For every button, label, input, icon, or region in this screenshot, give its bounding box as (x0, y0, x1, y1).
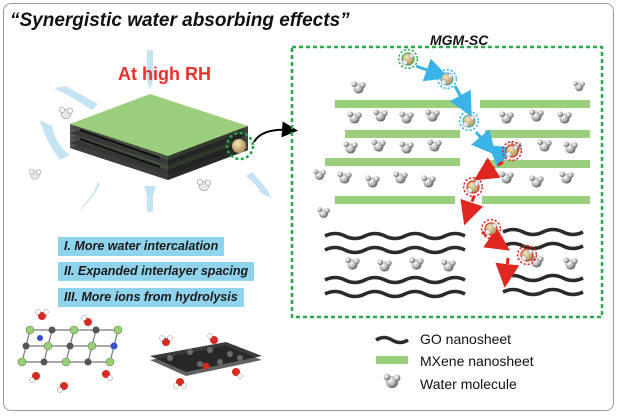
effect-3: III. More ions from hydrolysis (58, 288, 244, 307)
water-molecule (28, 168, 42, 180)
hydrated-ions (397, 48, 538, 266)
ion-pathway (415, 58, 520, 288)
legend-mxene-label: MXene nanosheet (420, 353, 534, 369)
figure-title: “Synergistic water absorbing effects” (10, 10, 350, 31)
legend-mxene-glyph (376, 356, 408, 364)
legend-go-glyph (375, 335, 409, 345)
go-interlayer-water (345, 255, 578, 272)
water-molecule (196, 178, 212, 192)
moisture-arrows (40, 50, 272, 212)
go-layers (324, 227, 584, 299)
water-molecule (58, 106, 74, 120)
mxene-layers (325, 100, 590, 204)
zoom-arrow (253, 121, 298, 143)
figure-frame (3, 3, 614, 411)
ion (232, 139, 246, 153)
mxene-hydrolysis-model (17, 309, 123, 393)
condition-label: At high RH (118, 64, 211, 84)
panel-title: MGM-SC (430, 32, 489, 48)
go-hydrolysis-model (150, 333, 262, 389)
effect-1: I. More water intercalation (58, 237, 225, 256)
legend-water-label: Water molecule (420, 376, 517, 392)
legend-water-glyph (383, 373, 401, 388)
legend-go-label: GO nanosheet (420, 331, 512, 347)
zoom-panel-frame (290, 45, 604, 319)
zoom-highlight-circle (225, 131, 255, 161)
film-stack (70, 94, 248, 180)
effect-2: II. Expanded interlayer spacing (58, 262, 255, 281)
